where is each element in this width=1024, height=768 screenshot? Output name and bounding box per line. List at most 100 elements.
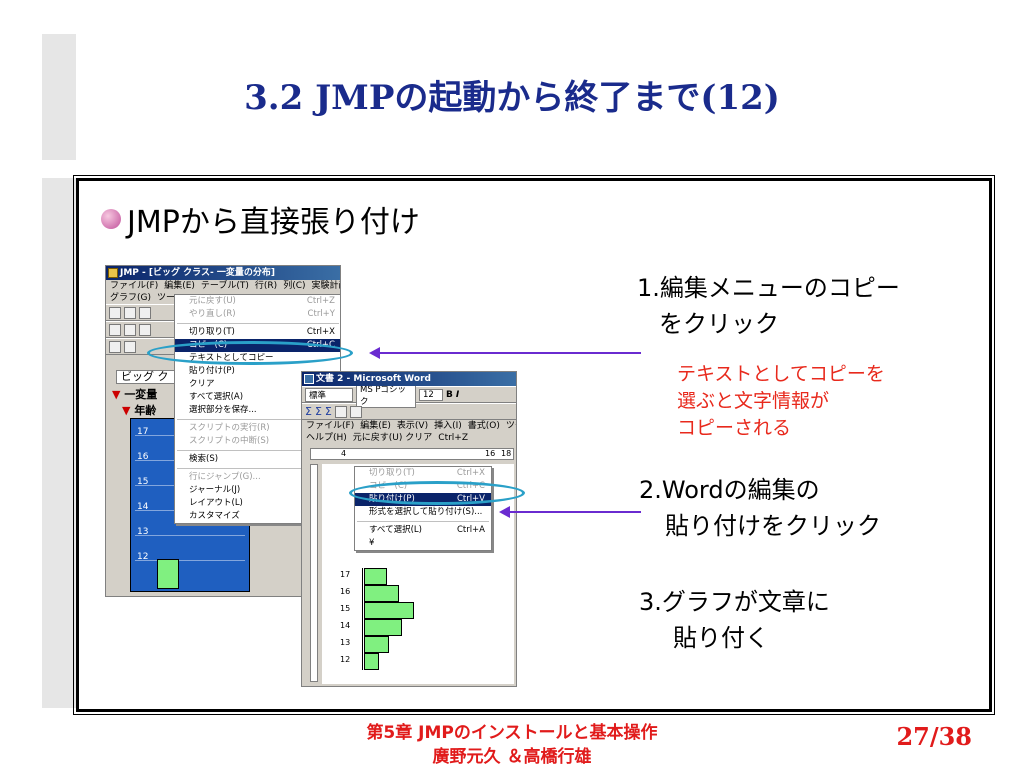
size-select[interactable]: 12: [419, 388, 443, 401]
word-format-toolbar: 標準 MS Pゴシック 12 B I: [302, 381, 516, 408]
word-paste-highlight: [349, 481, 525, 505]
y-tick-label: 17: [340, 570, 351, 579]
content-frame: JMPから直接張り付け JMP - [ビッグ クラス- 一変量の分布] ファイル…: [73, 175, 995, 715]
menu-item[interactable]: 検索(S): [175, 453, 340, 466]
menu-item[interactable]: 形式を選択して貼り付け(S)...: [355, 506, 491, 519]
word-menubar-2: ヘルプ(H) 元に戻す(U) クリア Ctrl+Z: [302, 432, 516, 444]
step1-arrow: [369, 347, 641, 359]
new-doc-icon[interactable]: [334, 405, 347, 418]
menu-item-label: ジャーナル(J): [189, 485, 241, 495]
italic-icon[interactable]: I: [455, 389, 460, 400]
word-menubar: ファイル(F) 編集(E) 表示(V) 挿入(I) 書式(O) ツー: [302, 420, 516, 432]
jmp-outline-univariate[interactable]: ▼ 一変量: [112, 388, 158, 401]
menu-item-shortcut: Ctrl+Y: [307, 309, 335, 319]
menu-item[interactable]: 選択部分を保存...: [175, 404, 340, 417]
menu-item-label: 行にジャンプ(G)...: [189, 472, 261, 482]
sum-icon[interactable]: Σ: [305, 405, 312, 418]
menubar-item[interactable]: ツー: [505, 421, 516, 431]
menu-item[interactable]: 元に戻す(U)Ctrl+Z: [175, 295, 340, 308]
style-select[interactable]: 標準: [305, 387, 353, 402]
step3-text-line2: 貼り付く: [673, 624, 769, 652]
step2-arrow: [499, 506, 641, 518]
menubar-item[interactable]: テーブル(T): [200, 281, 249, 291]
step1-text-line1: 1.編集メニューのコピー: [637, 274, 900, 302]
menubar-item[interactable]: ファイル(F): [110, 281, 159, 291]
menu-item[interactable]: 貼り付け(P): [175, 365, 340, 378]
menu-item-label: 切り取り(T): [189, 327, 235, 337]
word-vertical-ruler: [310, 464, 318, 682]
menu-item[interactable]: スクリプトの実行(R): [175, 422, 340, 435]
arrow-tool-icon[interactable]: [109, 340, 121, 353]
jmp-copy-highlight: [147, 341, 353, 365]
menu-item[interactable]: すべて選択(A): [175, 391, 340, 404]
menu-item-label: やり直し(R): [189, 309, 236, 319]
y-tick-label: 13: [137, 527, 149, 537]
sum2-icon[interactable]: Σ: [314, 405, 322, 418]
menu-item[interactable]: カスタマイズ: [175, 510, 340, 523]
menu-item[interactable]: レイアウト(L): [175, 497, 340, 510]
histogram-bar: [364, 568, 387, 585]
bold-icon[interactable]: B: [446, 389, 453, 400]
menu-item[interactable]: ¥: [355, 537, 491, 550]
menubar-item[interactable]: グラフ(G): [110, 293, 151, 303]
jmp-titlebar: JMP - [ビッグ クラス- 一変量の分布]: [106, 266, 340, 280]
menu-item-label: クリア: [189, 379, 215, 389]
menu-item[interactable]: 切り取り(T)Ctrl+X: [175, 326, 340, 339]
menu-separator: [177, 323, 339, 324]
menubar-item[interactable]: 実験計画(DOE)(D): [311, 281, 341, 291]
menubar-item[interactable]: Ctrl+Z: [438, 433, 469, 443]
menu-item[interactable]: クリア: [175, 378, 340, 391]
step3-text-line1: 3.グラフが文章に: [639, 588, 830, 616]
table-icon[interactable]: [139, 323, 151, 336]
menu-item[interactable]: 行にジャンプ(G)...: [175, 471, 340, 484]
menubar-item[interactable]: ヘルプ(H): [306, 433, 347, 443]
menu-item[interactable]: ジャーナル(J): [175, 484, 340, 497]
menu-item[interactable]: やり直し(R) Ctrl+Y: [175, 308, 340, 321]
disclosure-triangle-icon[interactable]: ▼: [122, 404, 131, 417]
menubar-item[interactable]: ファイル(F): [306, 421, 355, 431]
y-tick-label: 14: [137, 502, 149, 512]
menubar-item[interactable]: 行(R): [254, 281, 278, 291]
menu-item-label: すべて選択(A): [189, 392, 244, 402]
menu-item-label: 貼り付け(P): [189, 366, 235, 376]
page-number: 27/38: [896, 722, 972, 751]
menu-item-label: 切り取り(T): [369, 468, 415, 478]
menu-item[interactable]: スクリプトの中断(S): [175, 435, 340, 448]
menu-item[interactable]: 切り取り(T) Ctrl+X: [355, 467, 491, 480]
menu-item-label: レイアウト(L): [189, 498, 243, 508]
histogram-bar: [364, 602, 414, 619]
menubar-item[interactable]: 編集(E): [164, 281, 195, 291]
disclosure-triangle-icon[interactable]: ▼: [112, 388, 121, 401]
word-ruler: 4 16 18: [310, 448, 514, 460]
menubar-item[interactable]: 編集(E): [360, 421, 391, 431]
menu-separator: [177, 450, 339, 451]
menu-item-shortcut: Ctrl+X: [456, 468, 485, 478]
menubar-item[interactable]: 列(C): [283, 281, 306, 291]
menubar-item[interactable]: 書式(O): [467, 421, 500, 431]
help-tool-icon[interactable]: [124, 340, 136, 353]
jmp-app-icon: [108, 268, 118, 278]
menubar-item[interactable]: 元に戻す(U) クリア: [352, 433, 433, 443]
step1-note-line3: コピーされる: [677, 417, 792, 439]
menubar-item[interactable]: 挿入(I): [434, 421, 462, 431]
menu-item-label: 元に戻す(U): [189, 296, 236, 306]
chart-icon[interactable]: [109, 323, 121, 336]
menubar-item[interactable]: 表示(V): [396, 421, 429, 431]
menu-item-label: 検索(S): [189, 454, 219, 464]
menu-item-label: すべて選択(L): [369, 525, 422, 535]
folder-icon[interactable]: [139, 306, 151, 319]
menu-item[interactable]: すべて選択(L) Ctrl+A: [355, 524, 491, 537]
open-icon[interactable]: [124, 306, 136, 319]
scatter-icon[interactable]: [124, 323, 136, 336]
jmp-outline-field: ビッグ ク: [116, 370, 186, 384]
jmp-outline-age[interactable]: ▼ 年齢: [122, 404, 157, 417]
open-doc-icon[interactable]: [349, 405, 362, 418]
menubar-item[interactable]: ツー: [157, 293, 176, 303]
menu-item-shortcut: Ctrl+A: [456, 525, 485, 535]
histogram-bar: [364, 619, 402, 636]
y-tick-label: 14: [340, 621, 351, 630]
footer-authors: 廣野元久 ＆高橋行雄: [432, 747, 592, 767]
sum3-icon[interactable]: Σ: [324, 405, 332, 418]
new-icon[interactable]: [109, 306, 121, 319]
